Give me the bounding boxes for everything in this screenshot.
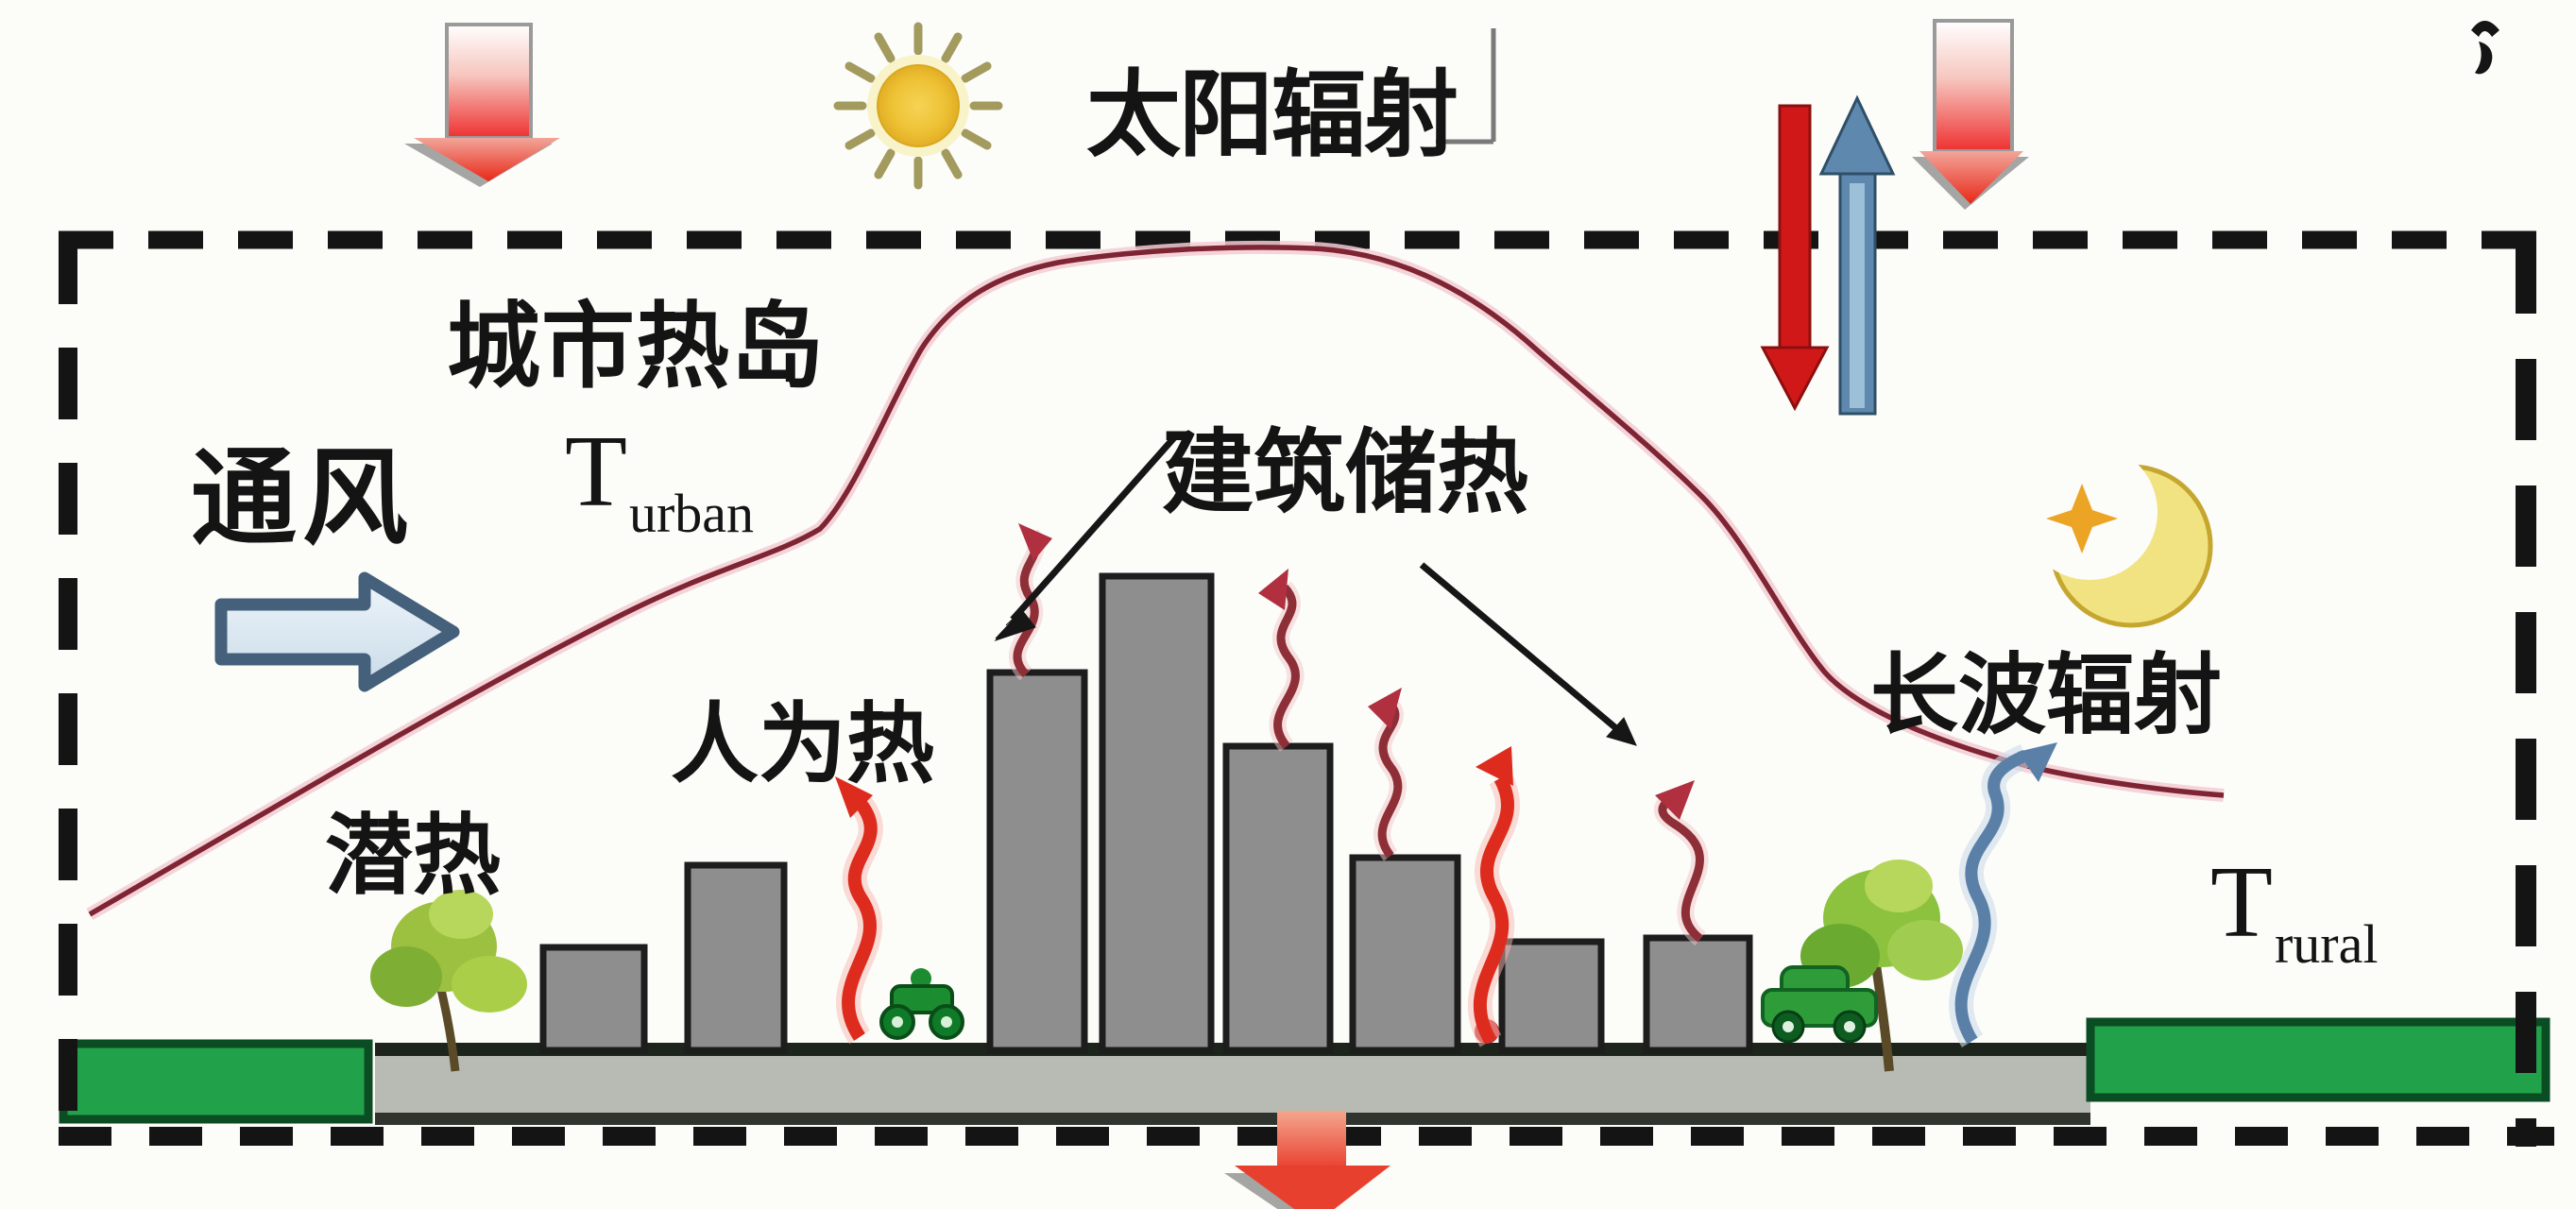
building (1222, 742, 1334, 1054)
solar-gradient-arrow-icon (1912, 19, 2029, 210)
arrow-head (1919, 151, 2023, 204)
grass-right (2086, 1017, 2550, 1102)
solar-input-arrow-icon (404, 23, 560, 187)
label-ventilation: 通风 (191, 437, 414, 560)
arrow-shaft (1933, 19, 2014, 153)
t-rural-subscript: rural (2274, 913, 2379, 975)
label-latent-heat: 潜热 (325, 805, 501, 907)
label-solar-radiation: 太阳辐射 (1086, 60, 1459, 170)
heat-squiggles (835, 523, 2057, 1047)
building (539, 944, 648, 1054)
scooter-icon (879, 968, 964, 1040)
longwave-blue-up-arrow-icon (1818, 94, 1896, 416)
t-rural-symbol: T (2210, 846, 2273, 959)
label-t-urban: Turban (565, 421, 754, 541)
arrow-head (414, 138, 560, 181)
sun-rays (833, 22, 1003, 190)
heat-squiggle-icon (1377, 699, 1403, 859)
building (1349, 854, 1461, 1054)
car-icon (1761, 965, 1878, 1044)
annotation-line (1419, 562, 1620, 732)
building (684, 861, 788, 1054)
building (1498, 938, 1605, 1054)
ground (59, 1017, 2550, 1125)
label-longwave-radiation: 长波辐射 (1870, 644, 2222, 746)
arrow-highlight (1850, 183, 1865, 408)
sun-body (877, 64, 960, 147)
heat-squiggle-icon (842, 800, 878, 1041)
arrow-shaft (1277, 1111, 1346, 1169)
arrow-shaft (445, 23, 533, 140)
city-buildings (539, 572, 1753, 1054)
building (1643, 934, 1753, 1054)
grass-left (59, 1039, 373, 1124)
road-bottom-edge (375, 1113, 2090, 1125)
longwave-red-down-arrow-icon (1760, 104, 1830, 412)
star-icon (2046, 484, 2118, 553)
label-urban-heat-island: 城市热岛 (447, 293, 825, 401)
heat-squiggle-icon (1473, 775, 1514, 1045)
annotation-line (1010, 432, 1180, 622)
ventilation-arrow-icon (214, 571, 460, 692)
arrow-head (1235, 1166, 1390, 1209)
annotation-arrowhead (1606, 717, 1637, 746)
label-anthropogenic-heat: 人为热 (671, 693, 934, 795)
label-building-heat-storage: 建筑储热 (1162, 419, 1528, 526)
t-urban-symbol: T (565, 416, 627, 528)
building (986, 669, 1088, 1054)
road (375, 1047, 2090, 1124)
corner-mark (1436, 28, 1496, 145)
dashed-boundary (59, 230, 2554, 1147)
crescent-moon-icon (2022, 444, 2213, 628)
building (1099, 572, 1215, 1054)
tree-icon (370, 890, 527, 1072)
sun-icon (833, 22, 1003, 190)
anchor-mark (2471, 21, 2499, 75)
label-t-rural: Trural (2210, 852, 2378, 972)
t-urban-subscript: urban (628, 483, 755, 544)
temperature-curve (86, 240, 2225, 921)
heat-squiggle-icon (1658, 797, 1704, 943)
ground-flux-arrow-icon (1224, 1111, 1390, 1209)
heat-squiggle-icon (1273, 584, 1300, 749)
longwave-squiggle-icon (1954, 750, 2028, 1045)
storage-annotation-arrows (994, 432, 1637, 746)
curve-line (88, 245, 2225, 917)
